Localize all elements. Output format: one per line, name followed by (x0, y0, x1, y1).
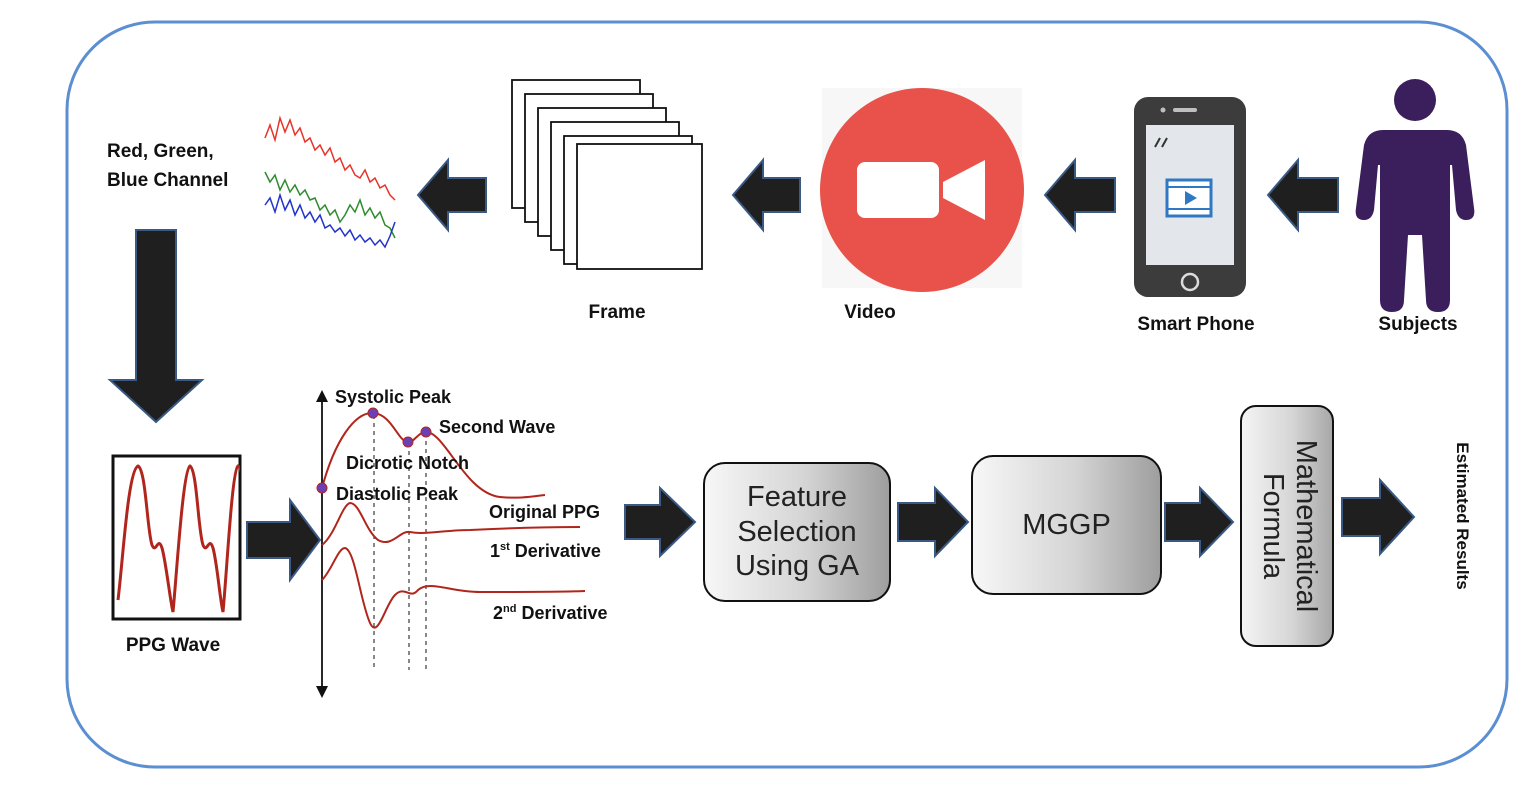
mathematical-formula-text: Mathematical Formula (1256, 439, 1322, 613)
video-label: Video (844, 302, 896, 323)
arrow-feature-to-mggp (897, 485, 970, 559)
arrow-waveforms-to-feature (624, 485, 697, 559)
waveform-panel (316, 390, 586, 698)
arrow-rgb-to-ppg (107, 229, 205, 424)
arrow-phone-to-video (1043, 157, 1116, 233)
arrow-subjects-to-phone (1266, 157, 1339, 233)
arrow-video-to-frame (731, 157, 801, 233)
subjects-label: Subjects (1378, 314, 1458, 335)
arrow-formula-to-results (1341, 477, 1416, 557)
rgb-signal-icon (264, 115, 396, 249)
mggp-text: MGGP (1022, 508, 1111, 541)
smartphone-icon (1134, 97, 1246, 297)
mggp-box: MGGP (971, 455, 1162, 595)
ppg-wave-icon (111, 454, 242, 621)
rgb-label-line2: Blue Channel (107, 170, 229, 191)
arrow-ppg-to-waveforms (246, 497, 322, 583)
feature-selection-text: Feature Selection Using GA (734, 480, 860, 583)
arrow-mggp-to-formula (1164, 485, 1235, 559)
systolic-peak-label: Systolic Peak (335, 387, 452, 407)
original-ppg-label: Original PPG (489, 502, 601, 522)
outer-border (65, 20, 1509, 769)
rgb-label-line1: Red, Green, (107, 141, 214, 162)
arrow-frame-to-rgb (416, 157, 487, 233)
estimated-results-label: Estimated Results (1453, 442, 1472, 590)
frame-label: Frame (588, 302, 646, 323)
feature-selection-box: Feature Selection Using GA (703, 462, 891, 602)
ppg-wave-label: PPG Wave (125, 635, 221, 656)
smart-phone-label: Smart Phone (1137, 314, 1255, 335)
first-derivative-label: 1st Derivative (490, 541, 601, 561)
person-icon (1355, 79, 1475, 312)
diastolic-peak-label: Diastolic Peak (336, 484, 459, 504)
dicrotic-notch-label: Dicrotic Notch (346, 453, 470, 473)
video-camera-icon (820, 88, 1024, 292)
frames-stack-icon (511, 79, 703, 270)
second-derivative-label: 2nd Derivative (493, 603, 608, 623)
mathematical-formula-box (1240, 405, 1334, 647)
second-wave-label: Second Wave (439, 417, 556, 437)
